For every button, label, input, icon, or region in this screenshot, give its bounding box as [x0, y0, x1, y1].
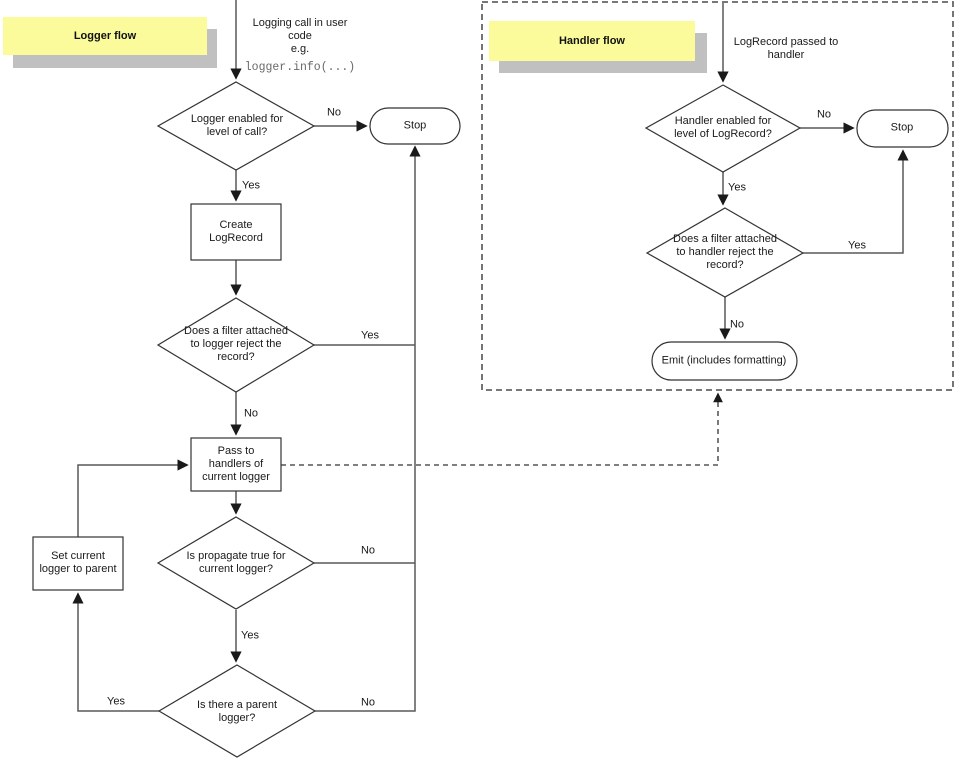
- handler-flow-title: Handler flow: [558, 35, 625, 47]
- decision-handler-filter-label: Does a filter attached to handler reject…: [673, 233, 777, 272]
- edge-label-enabled-no: No: [326, 106, 342, 119]
- handler-flow-connectors: [717, 3, 909, 340]
- edge-pass-to-handler-flow: [281, 392, 723, 466]
- handler-flow-frame: [481, 1, 954, 391]
- edge-label-parent-no: No: [360, 696, 376, 709]
- edge-parent-yes-to-setparent: [72, 592, 159, 712]
- logger-start-code: logger.info(...): [244, 61, 356, 75]
- decision-logger-enabled-label: Logger enabled for level of call?: [190, 112, 284, 138]
- decision-propagate-label: Is propagate true for current logger?: [186, 549, 286, 575]
- edge-label-parent-yes: Yes: [107, 695, 125, 708]
- pass-to-handlers-label: Pass to handlers of current logger: [202, 445, 270, 484]
- emit-label: Emit (includes formatting): [661, 354, 787, 367]
- decision-handler-enabled-label: Handler enabled for level of LogRecord?: [674, 114, 772, 140]
- edge-label-propagate-no: No: [360, 544, 376, 557]
- set-current-logger-shape: [32, 536, 124, 591]
- stop-logger-label: Stop: [403, 119, 427, 132]
- edge-setparent-to-pass: [77, 459, 189, 537]
- edge-label-enabled-yes: Yes: [242, 179, 260, 192]
- edge-hfilter-yes-to-stop: [803, 149, 909, 254]
- create-logrecord-label: Create LogRecord: [209, 218, 263, 244]
- logger-flow-connectors: [72, 0, 421, 712]
- emit-node-shape: [651, 341, 798, 381]
- edge-parent-no-to-stop: [315, 145, 421, 712]
- logger-start-label: Logging call in user code e.g.: [252, 17, 348, 56]
- stop-node-handler-shape: [856, 109, 949, 148]
- edge-label-henabled-yes: Yes: [728, 181, 746, 194]
- logger-flow-nodes: [32, 81, 461, 758]
- stop-handler-label: Stop: [890, 121, 914, 134]
- edge-label-henabled-no: No: [816, 108, 832, 121]
- edge-label-filter-yes: Yes: [361, 329, 379, 342]
- edge-label-hfilter-yes: Yes: [848, 239, 866, 252]
- decision-handler-filter-shape: [645, 207, 805, 298]
- decision-logger-filter-label: Does a filter attached to logger reject …: [184, 325, 288, 364]
- decision-parent-logger-label: Is there a parent logger?: [196, 698, 278, 724]
- decision-logger-filter-shape: [156, 297, 316, 393]
- handler-start-label: LogRecord passed to handler: [733, 35, 839, 61]
- edge-label-hfilter-no: No: [729, 318, 745, 331]
- decision-handler-enabled-shape: [644, 84, 802, 173]
- logger-flow-title: Logger flow: [73, 30, 137, 42]
- decision-parent-logger-shape: [157, 664, 317, 758]
- handler-flow-title-note: Handler flow: [489, 21, 695, 61]
- set-current-logger-label: Set current logger to parent: [39, 549, 117, 575]
- decision-logger-enabled-shape: [156, 81, 316, 171]
- logger-flow-title-note: Logger flow: [3, 17, 207, 55]
- pass-to-handlers-shape: [190, 437, 282, 492]
- create-logrecord-shape: [190, 203, 282, 261]
- handler-flow-nodes: [644, 84, 949, 381]
- decision-propagate-shape: [156, 516, 316, 610]
- stop-node-logger-shape: [369, 107, 461, 145]
- edge-label-propagate-yes: Yes: [241, 629, 259, 642]
- edge-label-filter-no: No: [243, 407, 259, 420]
